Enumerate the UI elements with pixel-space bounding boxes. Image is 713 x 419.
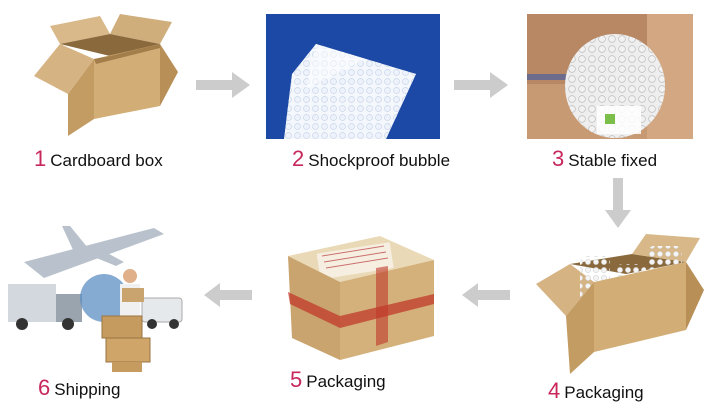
step-5-label: Packaging [306, 372, 385, 392]
arrow-right-icon [454, 72, 508, 98]
step-5-number: 5 [290, 367, 302, 393]
step-2-number: 2 [292, 146, 304, 172]
filled-box-image [536, 234, 704, 374]
taped-parcel-image [284, 230, 436, 362]
step-4-caption: 4 Packaging [548, 378, 644, 404]
arrow-left-icon [462, 283, 510, 307]
step-6-label: Shipping [54, 380, 120, 400]
step-3-label: Stable fixed [568, 151, 657, 171]
step-6-number: 6 [38, 375, 50, 401]
step-2-label: Shockproof bubble [308, 151, 450, 171]
step-1-number: 1 [34, 146, 46, 172]
arrow-left-icon [204, 283, 252, 307]
step-5-caption: 5 Packaging [290, 367, 386, 393]
step-6-caption: 6 Shipping [38, 375, 120, 401]
step-1-caption: 1 Cardboard box [34, 146, 163, 172]
step-3-number: 3 [552, 146, 564, 172]
step-4-number: 4 [548, 378, 560, 404]
arrow-down-icon [605, 178, 631, 228]
cardboard-box-image [20, 14, 180, 139]
step-2-caption: 2 Shockproof bubble [292, 146, 450, 172]
step-1-label: Cardboard box [50, 151, 162, 171]
bubble-wrap-image [266, 14, 440, 139]
step-3-caption: 3 Stable fixed [552, 146, 657, 172]
step-4-label: Packaging [564, 383, 643, 403]
bubble-roll-image [527, 14, 693, 139]
shipping-logistics-image [4, 222, 190, 374]
arrow-right-icon [196, 72, 250, 98]
